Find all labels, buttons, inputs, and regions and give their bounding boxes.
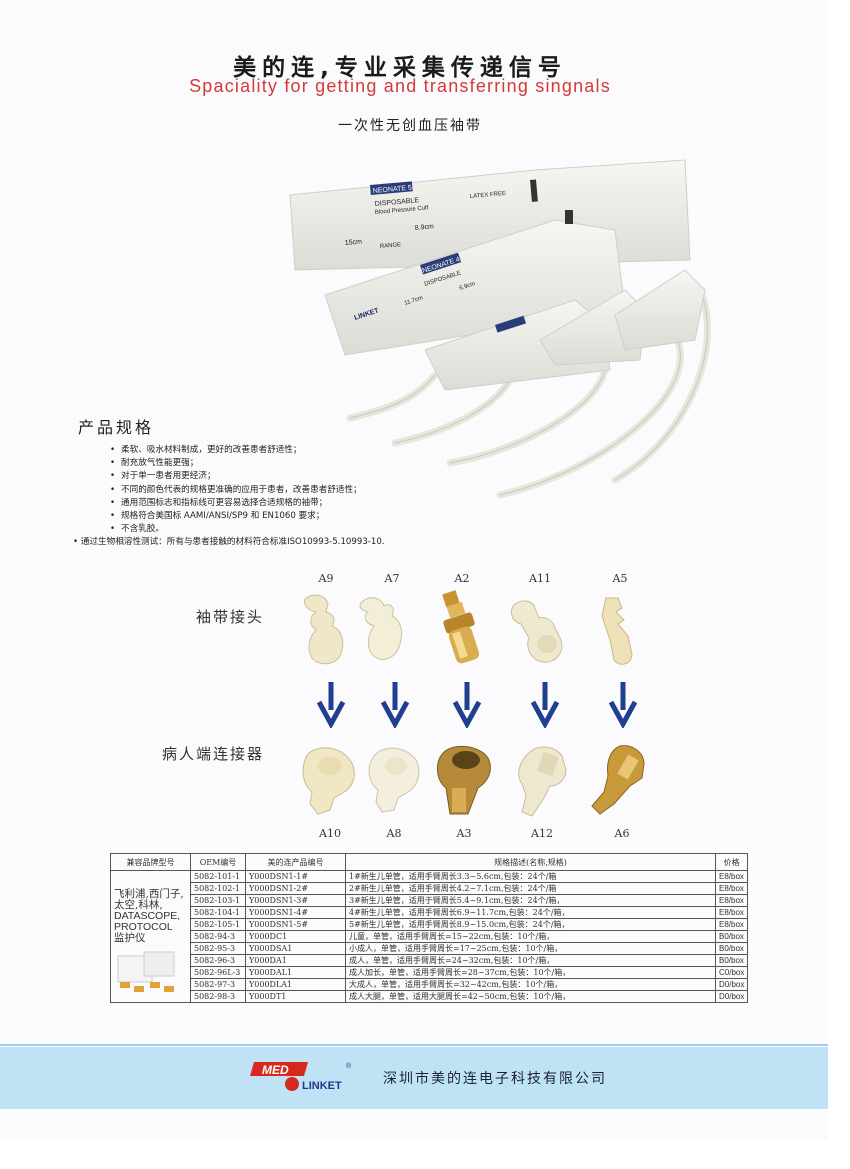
spec-list: 柔软、吸水材料制成，更好的改善患者舒适性； 耐充放气性能更强； 对于单一患者用更… [110, 444, 362, 537]
product-subtitle: 一次性无创血压袖带 [338, 118, 482, 134]
connector-a12 [518, 746, 567, 817]
spec-item: 不同的颜色代表的规格更准确的应用于患者，改善患者舒适性； [110, 484, 362, 497]
spec-item: 不含乳胶。 [110, 523, 362, 536]
connector-a7 [359, 597, 403, 660]
spec-item: 对于单一患者用更经济； [110, 470, 362, 483]
connector-label-bottom: A8 [386, 827, 402, 840]
spec-item: 耐充放气性能更强； [110, 457, 362, 470]
connector-a3 [437, 745, 491, 815]
connector-a8 [368, 747, 420, 813]
down-arrow-icon [530, 682, 560, 728]
table-header: 价格 [714, 853, 749, 871]
connector-label-bottom: A12 [531, 827, 553, 840]
connector-a6 [591, 745, 645, 815]
connector-a2 [442, 590, 480, 664]
title-english: Spaciality for getting and transferring … [189, 76, 611, 96]
svg-text:RANGE: RANGE [380, 242, 402, 250]
scan-margin-right [828, 0, 850, 1169]
connector-a5 [601, 597, 633, 665]
footer-divider [0, 1044, 828, 1046]
svg-text:Blood Pressure Cuff: Blood Pressure Cuff [375, 205, 429, 216]
connector-a9 [303, 594, 344, 665]
connector-label-top: A7 [384, 572, 400, 585]
svg-text:DISPOSABLE: DISPOSABLE [375, 197, 420, 208]
svg-text:LINKET: LINKET [302, 1080, 342, 1092]
svg-text:15cm: 15cm [345, 239, 363, 247]
scan-margin-bottom [0, 1140, 850, 1169]
connector-label-bottom: A3 [456, 827, 472, 840]
cuffs-photo: NEONATE 5 DISPOSABLE Blood Pressure Cuff… [289, 159, 711, 499]
down-arrow-icon [316, 682, 346, 728]
table-header-row: 兼容品牌型号 OEM编号 美的连产品编号 规格描述(名称,规格) 价格 [110, 853, 749, 871]
connector-a11 [510, 600, 563, 663]
tube [346, 371, 439, 422]
down-arrow-icon [452, 682, 482, 728]
connector-label-top: A9 [318, 572, 334, 585]
svg-text:6.9cm: 6.9cm [459, 281, 476, 292]
spec-item: 柔软、吸水材料制成，更好的改善患者舒适性； [110, 444, 362, 457]
title-chinese: 美的连,专业采集传递信号 [233, 55, 567, 81]
cuff-connector-row-label: 袖带接头 [196, 608, 265, 626]
product-table: 兼容品牌型号 OEM编号 美的连产品编号 规格描述(名称,规格) 价格 飞利浦,… [110, 853, 749, 1003]
footer-band [0, 1047, 828, 1109]
cuff-label: NEONATE 5 [373, 185, 413, 195]
table-header: 美的连产品编号 [245, 853, 346, 871]
connector-label-top: A11 [529, 572, 551, 585]
connector-label-top: A5 [612, 572, 628, 585]
table-header: 兼容品牌型号 [110, 853, 191, 871]
down-arrow-icon [380, 682, 410, 728]
svg-text:11.7cm: 11.7cm [404, 295, 424, 307]
spec-item: 通用范围标志和指标线可更容易选择合适规格的袖带； [110, 497, 362, 510]
svg-text:MED: MED [262, 1063, 289, 1077]
connector-label-bottom: A10 [319, 827, 341, 840]
svg-text:®: ® [346, 1062, 352, 1070]
table-row: 飞利浦,西门子, 太空,科林, DATASCOPE, PROTOCOL 监护仪 … [110, 870, 749, 1003]
cuff-xxsmall [614, 269, 706, 351]
spec-heading: 产品规格 [78, 418, 155, 437]
table-header: 规格描述(名称,规格) [345, 853, 716, 871]
company-name: 深圳市美的连电子科技有限公司 [383, 1071, 607, 1087]
svg-text:LATEX FREE: LATEX FREE [470, 191, 507, 200]
medlinket-logo: MED LINKET ® [250, 1062, 352, 1092]
svg-text:8.9cm: 8.9cm [415, 223, 435, 232]
patient-connector-row-label: 病人端连接器 [162, 745, 265, 763]
compatible-brands: 飞利浦,西门子, 太空,科林, DATASCOPE, PROTOCOL 监护仪 [110, 870, 191, 1003]
table-header: OEM编号 [190, 853, 246, 871]
connector-label-top: A2 [454, 572, 470, 585]
product-pack-image [117, 951, 175, 992]
spec-item: 规格符合美国标 AAMI/ANSI/SP9 和 EN1060 要求； [110, 510, 362, 523]
down-arrow-icon [608, 682, 638, 728]
connector-label-bottom: A6 [614, 827, 630, 840]
connector-a10 [302, 747, 355, 815]
spec-biocompat: 通过生物相溶性测试：所有与患者接触的材料符合标准ISO10993-5.10993… [73, 535, 385, 547]
